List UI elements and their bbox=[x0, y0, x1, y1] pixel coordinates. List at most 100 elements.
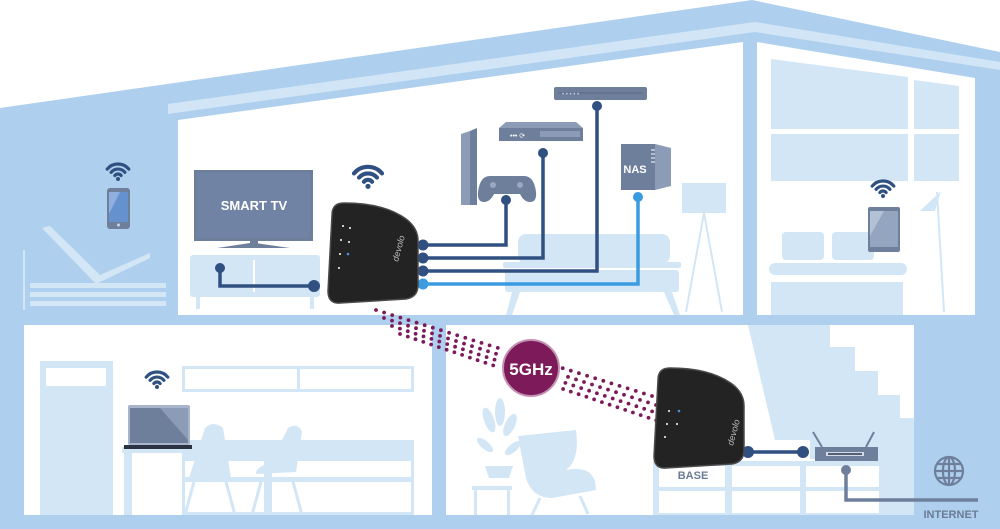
wireless-dot bbox=[413, 337, 418, 342]
cable-tv bbox=[218, 268, 314, 288]
wifi-icon bbox=[105, 162, 131, 181]
laptop bbox=[124, 405, 192, 449]
wireless-dot bbox=[642, 406, 647, 411]
wireless-dot bbox=[615, 405, 620, 410]
wireless-dot bbox=[422, 328, 426, 333]
wireless-dot bbox=[633, 389, 638, 393]
wireless-dot bbox=[374, 308, 378, 312]
wireless-dot bbox=[622, 392, 626, 397]
wireless-dot bbox=[382, 310, 386, 315]
wireless-dot bbox=[566, 375, 570, 379]
wireless-dot bbox=[421, 340, 426, 344]
wireless-dot bbox=[598, 385, 602, 389]
wireless-dot bbox=[577, 371, 581, 376]
wireless-dot bbox=[614, 390, 618, 395]
wireless-dot bbox=[471, 338, 476, 343]
5ghz-label: 5GHz bbox=[509, 360, 552, 379]
wireless-dot bbox=[438, 334, 442, 338]
wireless-dot bbox=[492, 357, 497, 362]
wireless-dot bbox=[390, 324, 394, 328]
wireless-dot bbox=[421, 334, 426, 339]
wireless-dot bbox=[587, 388, 591, 393]
wireless-dot bbox=[646, 400, 650, 405]
wireless-dot bbox=[462, 341, 466, 346]
nas-label: NAS bbox=[623, 164, 646, 176]
wireless-dot bbox=[576, 392, 581, 397]
wireless-dot bbox=[460, 353, 464, 357]
wireless-dot bbox=[610, 396, 615, 401]
wireless-dot bbox=[638, 398, 642, 402]
wireless-dot bbox=[398, 326, 402, 331]
wireless-dot bbox=[390, 318, 394, 323]
wireless-dot bbox=[561, 387, 565, 391]
wireless-dot bbox=[606, 387, 610, 392]
wireless-dot bbox=[484, 355, 489, 359]
wireless-dot bbox=[590, 382, 594, 387]
wireless-dot bbox=[398, 332, 402, 336]
wireless-dot bbox=[398, 315, 403, 320]
wireless-dot bbox=[446, 336, 450, 341]
wireless-dot bbox=[625, 386, 630, 391]
internet-label: INTERNET bbox=[924, 509, 979, 521]
wireless-dot bbox=[579, 386, 584, 390]
wireless-dot bbox=[486, 349, 490, 354]
bed bbox=[769, 263, 907, 275]
wireless-dot bbox=[429, 337, 434, 341]
wireless-dot bbox=[585, 373, 589, 378]
wireless-dot bbox=[495, 346, 500, 350]
wireless-dot bbox=[398, 321, 402, 325]
wireless-dot bbox=[414, 326, 418, 331]
wireless-dot bbox=[568, 389, 573, 394]
wireless-dot bbox=[436, 345, 441, 349]
cable-console bbox=[424, 200, 508, 247]
bedroom-lamp bbox=[920, 191, 941, 211]
nas: NAS bbox=[621, 144, 671, 190]
wireless-dot bbox=[406, 323, 410, 328]
wireless-dot bbox=[406, 318, 411, 322]
wireless-dot bbox=[634, 404, 639, 409]
lounge-chair bbox=[23, 226, 166, 310]
devolo-adapter-base: devolo bbox=[653, 367, 745, 469]
wireless-dot bbox=[454, 339, 458, 343]
wireless-dot bbox=[430, 325, 435, 330]
set-top-box: • • • • • bbox=[554, 87, 647, 100]
wireless-dot bbox=[468, 350, 473, 354]
wireless-dot bbox=[444, 347, 449, 352]
wireless-dot bbox=[600, 400, 604, 404]
globe-icon bbox=[933, 455, 965, 487]
bed-headboard bbox=[782, 232, 824, 260]
wireless-dot bbox=[479, 341, 484, 345]
router bbox=[812, 431, 878, 461]
wireless-dot bbox=[390, 313, 395, 317]
wireless-dot bbox=[447, 330, 451, 335]
wireless-dot bbox=[650, 394, 654, 398]
office-door bbox=[40, 361, 113, 515]
wireless-dot bbox=[592, 397, 596, 402]
wireless-dot bbox=[623, 408, 628, 412]
plant bbox=[472, 398, 522, 515]
wireless-dot bbox=[630, 395, 634, 400]
base-label: BASE bbox=[678, 470, 709, 482]
wireless-dot bbox=[452, 350, 457, 355]
wireless-dot bbox=[461, 347, 465, 352]
wireless-dot bbox=[638, 413, 643, 417]
office-chair bbox=[189, 424, 231, 478]
wireless-dot bbox=[476, 352, 481, 357]
devolo-adapter-upstairs: devolo bbox=[327, 202, 419, 304]
wireless-dot bbox=[650, 409, 654, 414]
wireless-dot bbox=[626, 401, 631, 406]
wireless-dot bbox=[422, 323, 427, 328]
wireless-dot bbox=[601, 378, 606, 383]
wireless-dot bbox=[584, 394, 589, 399]
wireless-dot bbox=[491, 363, 496, 368]
cable-bluray bbox=[424, 153, 545, 260]
wireless-dot bbox=[445, 342, 450, 346]
wireless-dot bbox=[453, 344, 457, 349]
smartphone bbox=[107, 188, 130, 229]
wireless-dot bbox=[405, 334, 410, 339]
tablet bbox=[868, 207, 900, 252]
wireless-dot bbox=[602, 394, 607, 398]
wireless-dot bbox=[478, 346, 482, 351]
wireless-dot bbox=[494, 351, 498, 356]
